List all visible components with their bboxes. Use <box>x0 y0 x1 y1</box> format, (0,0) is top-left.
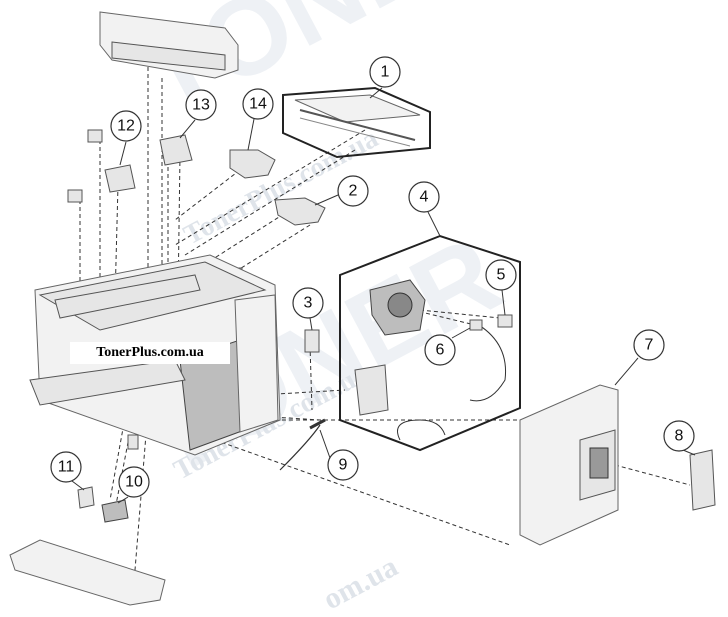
callout-6: 6 <box>424 334 456 366</box>
part-2-bracket <box>274 197 326 226</box>
brand-label: TonerPlus.com.ua <box>70 342 230 364</box>
callout-8: 8 <box>663 420 695 452</box>
svg-text:11: 11 <box>58 459 75 476</box>
part-14-bracket <box>229 149 276 179</box>
part-4-group <box>339 234 521 452</box>
part-1-group <box>282 86 431 159</box>
callout-2: 2 <box>337 175 369 207</box>
callout-1: 1 <box>369 56 401 88</box>
callout-10: 10 <box>118 466 150 498</box>
svg-text:7: 7 <box>645 337 654 354</box>
callout-5: 5 <box>485 259 517 291</box>
svg-text:2: 2 <box>349 183 358 200</box>
svg-text:1: 1 <box>381 64 390 81</box>
svg-text:13: 13 <box>192 97 210 114</box>
callout-12: 12 <box>110 110 142 142</box>
svg-text:9: 9 <box>339 457 348 474</box>
callout-4: 4 <box>408 181 440 213</box>
part-11 <box>77 486 95 509</box>
top-cover-part <box>99 11 239 79</box>
callout-14: 14 <box>242 88 274 120</box>
bottom-tray-part <box>9 539 166 606</box>
svg-text:14: 14 <box>249 96 267 113</box>
watermark-domain-fragment: om.ua <box>318 550 403 616</box>
callouts: 1 2 3 4 5 6 7 <box>50 56 696 504</box>
callout-3: 3 <box>292 287 324 319</box>
svg-text:8: 8 <box>675 428 684 445</box>
part-6-sensor <box>469 319 483 331</box>
part-9-spring <box>279 418 326 471</box>
callout-9: 9 <box>327 449 359 481</box>
part-7-side-panel <box>519 384 619 546</box>
part-3 <box>304 329 320 353</box>
part-1-box <box>282 86 431 159</box>
part-13 <box>159 134 193 166</box>
svg-text:4: 4 <box>420 189 429 206</box>
motor-bracket <box>354 364 389 416</box>
part-12 <box>104 164 136 193</box>
part-10 <box>101 499 129 523</box>
svg-text:5: 5 <box>497 267 506 284</box>
svg-text:10: 10 <box>125 474 143 491</box>
svg-text:12: 12 <box>117 118 135 135</box>
svg-text:6: 6 <box>436 342 445 359</box>
callout-11: 11 <box>50 451 82 483</box>
part-8-plate <box>689 449 716 511</box>
part-small-block <box>127 434 139 450</box>
clip-part-b <box>67 189 83 203</box>
callout-7: 7 <box>633 329 665 361</box>
svg-text:3: 3 <box>304 295 313 312</box>
callout-13: 13 <box>185 89 217 121</box>
part-5-connector <box>497 314 513 328</box>
clip-part-a <box>87 129 103 143</box>
